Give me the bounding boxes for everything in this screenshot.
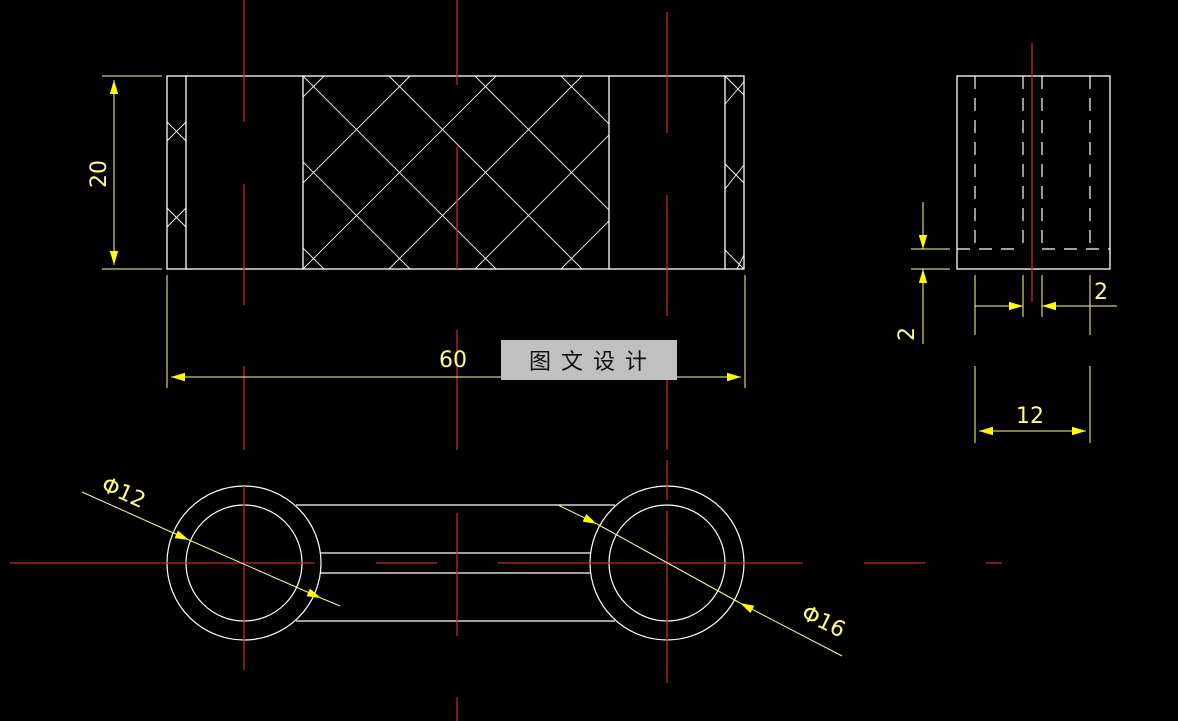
top-view-centerlines xyxy=(10,460,1002,721)
front-view-hatch xyxy=(166,75,745,270)
front-view-outline xyxy=(166,75,745,270)
height-dimension-text: 20 xyxy=(87,160,112,188)
width-dimension-text: 12 xyxy=(1016,404,1044,429)
length-dimension-text: 60 xyxy=(439,348,467,373)
inner-diameter-dimension-text: Φ12 xyxy=(98,473,150,514)
side-view-hidden-lines xyxy=(957,76,1110,250)
front-view-centerlines xyxy=(243,0,668,450)
watermark-label: 图文设计 xyxy=(501,340,677,380)
slot-width-dimension-text: 2 xyxy=(1094,280,1108,305)
top-view-dimensions xyxy=(81,491,843,657)
front-view: 20 60 xyxy=(87,0,746,450)
top-view: Φ12 Φ16 xyxy=(10,460,1002,721)
side-view-dimensions xyxy=(911,202,1117,443)
bottom-thickness-dimension-text: 2 xyxy=(895,327,920,341)
side-view-outline xyxy=(956,75,1111,270)
side-view: 2 2 12 xyxy=(895,43,1117,443)
